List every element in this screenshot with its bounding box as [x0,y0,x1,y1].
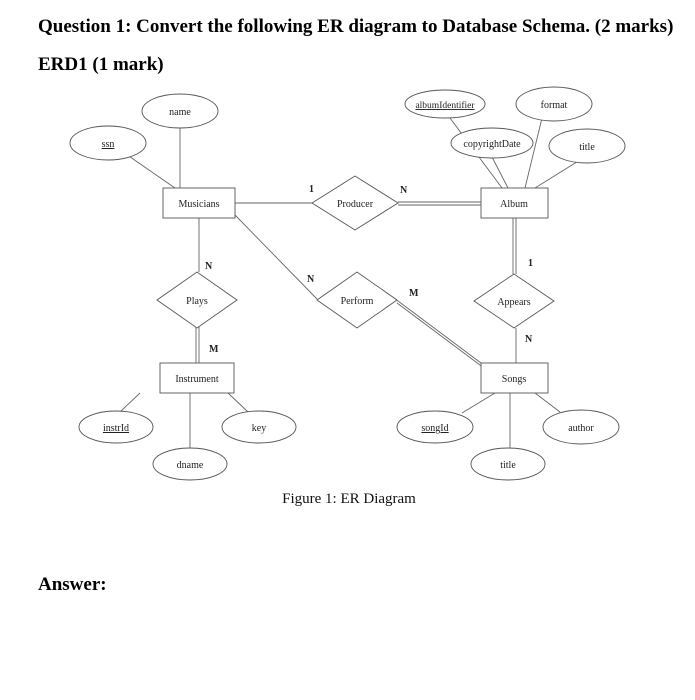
attribute-name-label: name [169,107,191,118]
cardinality-producer-musicians: 1 [309,184,314,195]
attribute-format-label: format [541,100,568,111]
relationship-producer: Producer [311,175,399,231]
cardinality-appears-album: 1 [528,258,533,269]
entity-instrument-label: Instrument [175,374,219,385]
connector-lines [109,117,581,448]
relationship-plays: Plays [156,271,238,329]
cardinality-appears-songs: N [525,334,533,345]
attribute-album-title-label: title [579,142,595,153]
attribute-song-title-label: title [500,460,516,471]
attribute-dname: dname [152,447,228,481]
entity-musicians: Musicians [162,187,236,219]
attribute-format: format [515,86,593,122]
attribute-song-title: title [470,447,546,481]
relationship-appears: Appears [473,273,555,329]
attribute-key: key [221,410,297,444]
attribute-copyright-date: copyrightDate [450,127,534,159]
attribute-dname-label: dname [177,460,204,471]
entity-musicians-label: Musicians [178,199,219,210]
attribute-album-title: title [548,128,626,164]
attribute-instr-id-label: instrId [103,423,129,434]
attribute-song-id: songId [396,410,474,444]
entity-album: Album [480,187,549,219]
entity-album-label: Album [500,199,528,210]
entity-songs-label: Songs [502,374,527,385]
cardinality-plays-musicians: N [205,261,213,272]
attribute-ssn-label: ssn [102,139,115,150]
entity-instrument: Instrument [159,362,235,394]
answer-label: Answer: [38,574,107,595]
relationship-producer-label: Producer [337,199,374,210]
cardinality-producer-album: N [400,185,408,196]
attribute-ssn: ssn [69,125,147,161]
attribute-album-identifier: albumIdentifier [404,89,486,119]
attribute-name: name [141,93,219,129]
relationship-perform: Perform [316,271,398,329]
cardinality-perform-musicians: N [307,274,315,285]
attribute-instr-id: instrId [78,410,154,444]
attribute-author: author [542,409,620,445]
question-subtitle: ERD1 (1 mark) [38,54,164,75]
cardinality-perform-songs: M [409,288,419,299]
attribute-key-label: key [252,423,266,434]
attribute-album-identifier-label: albumIdentifier [415,100,475,111]
cardinality-plays-instrument: M [209,344,219,355]
relationship-plays-label: Plays [186,296,208,307]
entity-songs: Songs [480,362,549,394]
attribute-author-label: author [568,423,594,434]
attribute-copyright-date-label: copyrightDate [463,139,521,150]
figure-caption: Figure 1: ER Diagram [282,491,416,507]
question-title: Question 1: Convert the following ER dia… [38,16,674,37]
attribute-song-id-label: songId [421,423,448,434]
relationship-appears-label: Appears [497,297,530,308]
relationship-perform-label: Perform [341,296,374,307]
